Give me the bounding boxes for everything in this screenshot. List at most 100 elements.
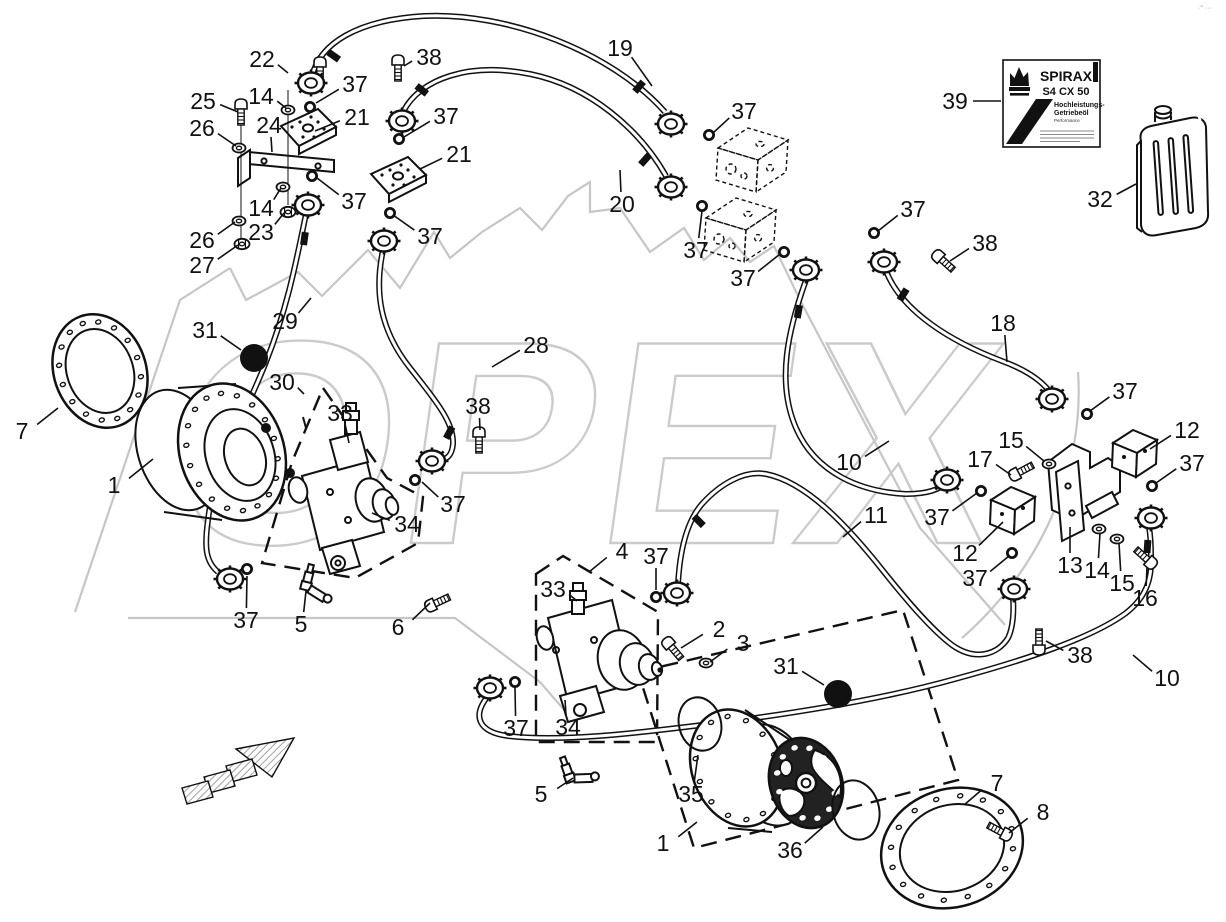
svg-text:28: 28 [523,332,549,358]
flange-ring-7-right [879,786,1025,910]
label-brand: SPIRAX [1040,68,1093,84]
svg-text:20: 20 [609,191,635,217]
callout-37: 37 [316,177,367,214]
hydraulic-hoses [203,12,1155,742]
svg-text:37: 37 [731,98,757,124]
svg-text:21: 21 [344,104,370,130]
callout-3: 3 [709,630,749,663]
callout-37: 37 [392,214,443,249]
callout-6: 6 [392,602,431,640]
svg-text:27: 27 [189,252,215,278]
callout-33: 33 [327,400,353,444]
callout-5: 5 [295,590,308,637]
callout-22: 22 [249,46,289,74]
callout-31: 31 [192,317,242,351]
callout-5: 5 [535,777,574,807]
svg-text:23: 23 [248,219,274,245]
svg-text:38: 38 [416,44,442,70]
callout-1: 1 [108,458,154,498]
svg-text:14: 14 [248,195,274,221]
callout-4: 4 [588,538,629,573]
o-ring-35 [677,696,723,752]
svg-text:2: 2 [713,616,726,642]
svg-text:25: 25 [190,88,216,114]
svg-text:19: 19 [607,35,633,61]
callout-1: 1 [657,821,698,856]
svg-text:1: 1 [108,472,121,498]
fitting-5-bottom [558,755,600,785]
callout-37: 37 [1155,450,1205,484]
callout-39: 39 [942,88,1001,114]
callout-20: 20 [609,169,635,217]
svg-text:16: 16 [1132,585,1158,611]
o-ring-36 [831,779,881,841]
svg-text:21: 21 [446,141,472,167]
svg-text:37: 37 [417,223,443,249]
svg-text:37: 37 [1179,450,1205,476]
svg-text:13: 13 [1057,552,1083,578]
travel-drive-1-bottom [688,708,845,833]
svg-text:26: 26 [189,115,215,141]
callout-37: 37 [403,103,459,138]
callout-37: 37 [503,687,529,741]
svg-text:31: 31 [773,653,799,679]
watermark-outline [73,179,1080,713]
svg-text:37: 37 [503,715,529,741]
watermark: OPEX [73,179,1080,713]
svg-text:8: 8 [1037,799,1050,825]
callout-12: 12 [1149,417,1200,450]
svg-text:29: 29 [272,308,298,334]
callout-37: 37 [962,555,1010,591]
callout-21: 21 [314,104,370,132]
callout-17: 17 [967,446,1012,476]
direction-arrow [181,737,296,805]
callout-37: 37 [421,481,466,517]
svg-text:31: 31 [192,317,218,343]
label-product-1: Hochleistungs- [1054,102,1105,109]
callout-10: 10 [836,440,890,475]
callout-14: 14 [248,83,287,109]
svg-text:37: 37 [342,71,368,97]
callout-23: 23 [248,212,285,245]
callout-32: 32 [1087,183,1137,212]
svg-text:36: 36 [777,837,803,863]
callout-34: 34 [555,699,581,740]
callout-38: 38 [949,230,998,262]
callout-14: 14 [1084,532,1110,583]
crown-logo-icon [1009,67,1030,96]
callout-7: 7 [963,770,1004,806]
callout-2: 2 [680,616,726,649]
svg-text:34: 34 [555,714,581,740]
watermark-text: OPEX [151,280,1026,604]
flange-ring-7-left [51,313,149,429]
block-12-a [1110,428,1160,479]
svg-text:17: 17 [967,446,993,472]
svg-text:5: 5 [295,611,308,637]
breather-33-left [342,402,360,435]
svg-text:33: 33 [540,576,566,602]
plug-31-left [240,344,268,372]
svg-text:30: 30 [269,369,295,395]
hose-crimps [300,49,1152,554]
callout-37: 37 [712,98,757,134]
svg-text:35: 35 [678,781,704,807]
callout-18: 18 [990,310,1016,363]
callout-28: 28 [491,332,549,368]
svg-text:12: 12 [1174,417,1200,443]
block-12-b [988,485,1038,536]
svg-text:38: 38 [465,393,491,419]
corner-mark: ·° ··· [1198,4,1212,12]
bracket-13 [1046,442,1121,543]
motor-4-assembly [535,582,664,724]
callout-38: 38 [465,393,491,431]
svg-text:7: 7 [991,770,1004,796]
callout-31: 31 [773,653,825,686]
callout-33: 33 [540,576,578,602]
callout-37: 37 [643,543,669,590]
manifold-plate-21-a [279,107,338,156]
callout-7: 7 [16,407,59,444]
callout-38: 38 [1045,640,1093,668]
callout-37: 37 [924,492,978,530]
